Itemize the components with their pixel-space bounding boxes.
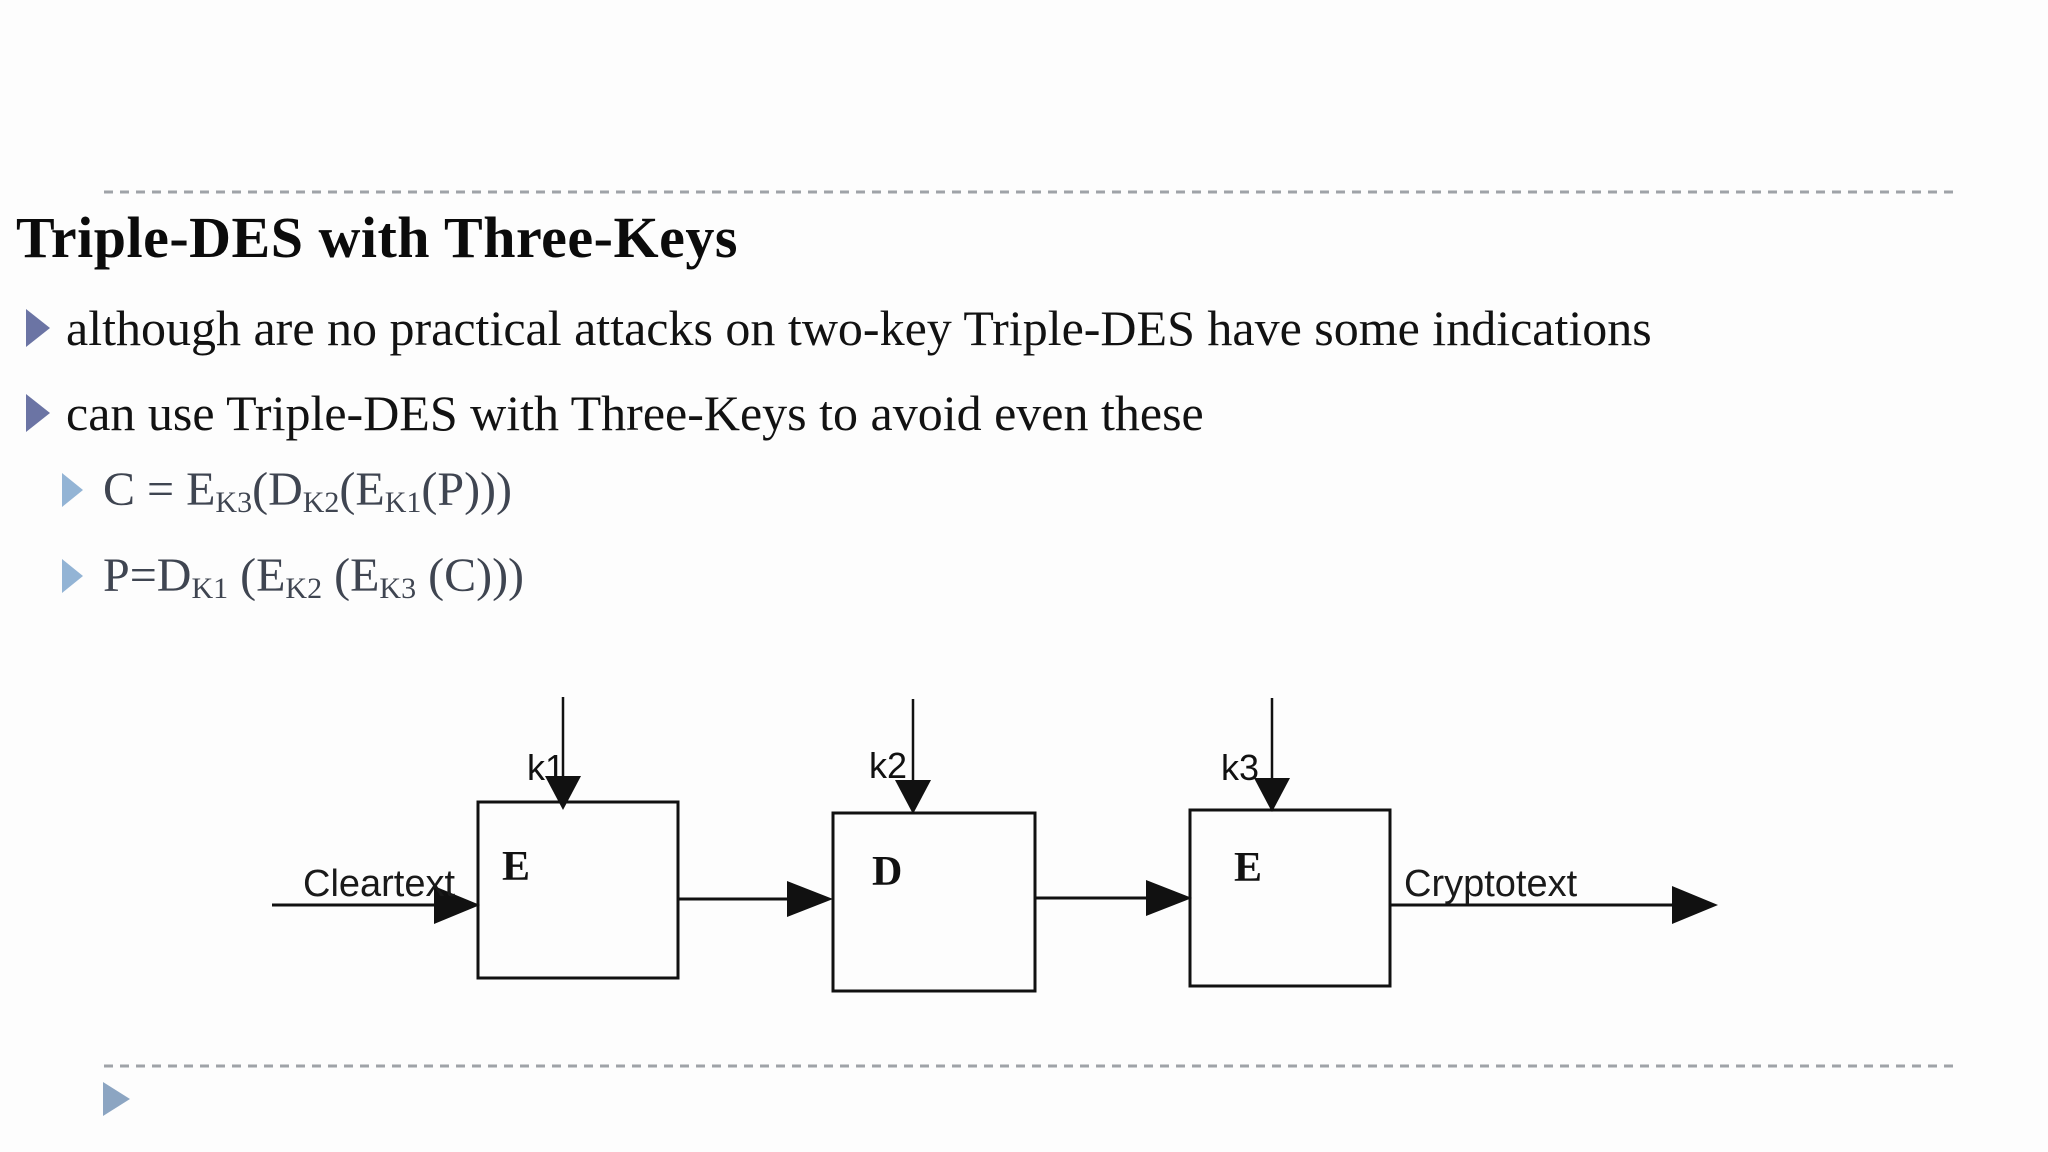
formula-decrypt: P=DK1 (EK2 (EK3 (C)))	[103, 548, 525, 606]
formula-part: (P)))	[421, 463, 513, 516]
bullet-triangle-icon	[26, 394, 50, 432]
slide-nav-triangle-icon	[103, 1082, 130, 1116]
bullet-item-2: can use Triple-DES with Three-Keys to av…	[26, 384, 1204, 442]
sub-bullet-item-2: P=DK1 (EK2 (EK3 (C)))	[62, 548, 525, 606]
sub-bullet-item-1: C = EK3(DK2(EK1(P)))	[62, 462, 513, 520]
des-box-decrypt	[831, 811, 1037, 993]
bullet-text-2: can use Triple-DES with Three-Keys to av…	[66, 385, 1204, 441]
arrow-d-to-e2-head	[1146, 880, 1192, 916]
input-arrowhead	[434, 886, 480, 924]
bullet-item-1: although are no practical attacks on two…	[26, 299, 1652, 357]
output-label: Cryptotext	[1404, 863, 1578, 905]
des-box-encrypt-1	[476, 800, 680, 980]
formula-part: (D	[252, 463, 303, 516]
key-arrowhead-k2	[895, 780, 931, 814]
input-label: Cleartext	[303, 863, 455, 905]
output-arrowhead	[1672, 886, 1718, 924]
bullet-text-1: although are no practical attacks on two…	[66, 300, 1652, 356]
formula-part: P=D	[103, 549, 192, 602]
formula-part: (E	[322, 549, 380, 602]
formula-subscript: K2	[302, 486, 340, 520]
formula-subscript: K1	[191, 572, 229, 606]
formula-part: (E	[228, 549, 286, 602]
formula-encrypt: C = EK3(DK2(EK1(P)))	[103, 462, 513, 520]
formula-part: (C)))	[416, 549, 525, 602]
key-label-k1: k1	[527, 747, 565, 788]
box-label-d: D	[872, 849, 902, 895]
key-label-k3: k3	[1221, 747, 1259, 788]
sub-bullet-triangle-icon	[62, 472, 83, 507]
formula-part: C = E	[103, 463, 216, 516]
formula-subscript: K1	[384, 486, 422, 520]
box-label-e2: E	[1234, 845, 1262, 891]
arrow-e1-to-d-head	[787, 881, 833, 917]
key-label-k2: k2	[869, 745, 907, 786]
key-arrowhead-k3	[1254, 778, 1290, 812]
sub-bullet-triangle-icon	[62, 558, 83, 593]
formula-subscript: K3	[379, 572, 417, 606]
box-label-e1: E	[502, 844, 530, 890]
key-arrowhead-k1	[545, 776, 581, 810]
formula-part: (E	[339, 463, 385, 516]
formula-subscript: K2	[285, 572, 323, 606]
formula-subscript: K3	[215, 486, 253, 520]
page-title: Triple-DES with Three-Keys	[16, 205, 738, 270]
des-box-encrypt-2	[1188, 808, 1392, 988]
bullet-triangle-icon	[26, 309, 50, 347]
